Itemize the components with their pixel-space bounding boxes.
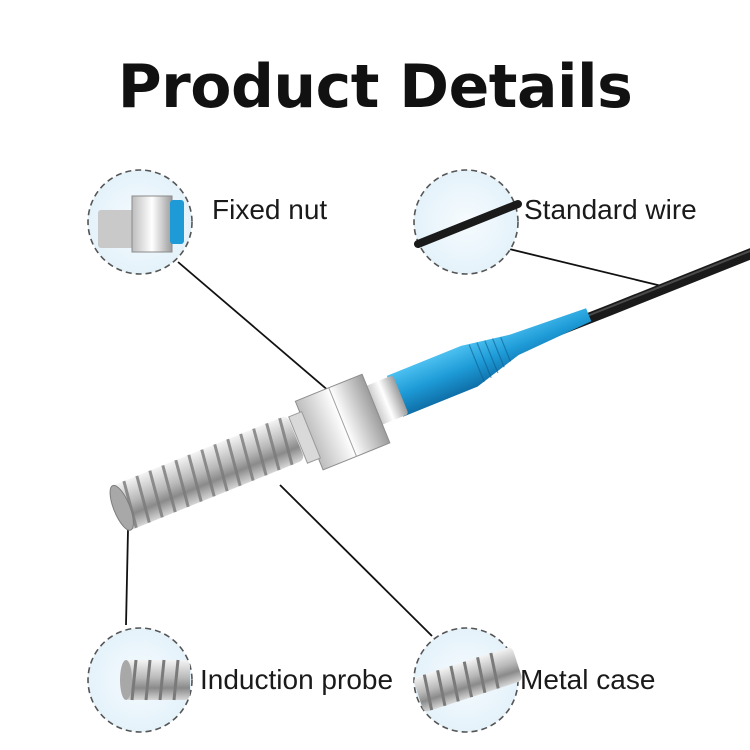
callout-standard-wire (413, 169, 522, 275)
leader-metal-case (279, 484, 433, 637)
fixed-nut (288, 373, 391, 471)
leader-lines (125, 247, 671, 637)
threaded-metal-case (109, 416, 304, 531)
page-title: Product Details (117, 52, 633, 122)
blue-sleeve (386, 308, 592, 417)
callout-fixed-nut (87, 169, 193, 275)
callout-metal-case (413, 627, 522, 733)
leader-standard-wire (504, 247, 671, 289)
label-standard-wire: Standard wire (524, 194, 697, 225)
label-metal-case: Metal case (520, 664, 656, 695)
label-induction-probe: Induction probe (200, 664, 394, 695)
leader-fixed-nut (177, 261, 331, 393)
callout-induction-probe (87, 627, 193, 733)
label-fixed-nut: Fixed nut (212, 194, 328, 225)
leader-induction-probe (125, 529, 129, 626)
